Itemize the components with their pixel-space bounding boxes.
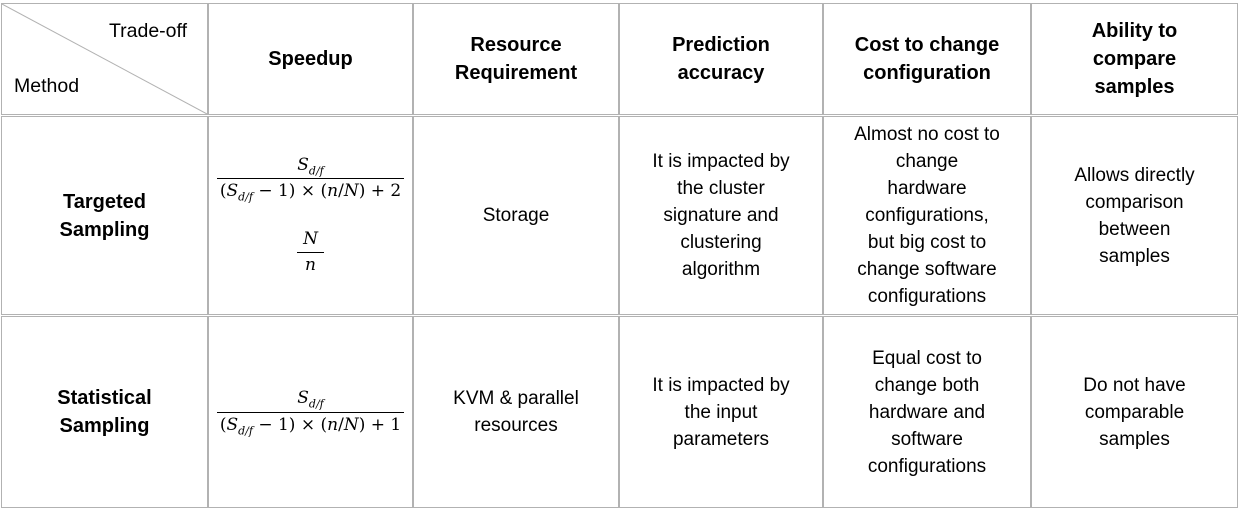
cell-statistical-resource: KVM & parallel resources [413, 316, 619, 508]
method-tradeoff-comparison-table: Trade-off Method Speedup Resource Requir… [1, 2, 1238, 509]
statistical-speedup-fraction: Sd/f (Sd/f − 1) × (n/N) + 1 [216, 388, 405, 436]
cell-targeted-prediction: It is impacted by the cluster signature … [619, 116, 823, 315]
targeted-sampling-row: Targeted Sampling Sd/f (Sd/f − 1) × (n/N… [1, 116, 1238, 315]
diagonal-divider-line [2, 4, 207, 114]
fraction-numerator: Sd/f [297, 155, 324, 178]
tradeoff-axis-label: Trade-off [108, 20, 187, 42]
statistical-speedup-formulas: Sd/f (Sd/f − 1) × (n/N) + 1 [215, 388, 406, 436]
header-row: Trade-off Method Speedup Resource Requir… [1, 3, 1238, 115]
cell-targeted-compare: Allows directly comparison between sampl… [1031, 116, 1238, 315]
header-resource-requirement: Resource Requirement [413, 3, 619, 115]
fraction-denominator: (Sd/f − 1) × (n/N) + 2 [216, 178, 405, 203]
cell-statistical-prediction: It is impacted by the input parameters [619, 316, 823, 508]
cell-targeted-speedup: Sd/f (Sd/f − 1) × (n/N) + 2 N n [208, 116, 413, 315]
targeted-speedup-fraction: Sd/f (Sd/f − 1) × (n/N) + 2 [216, 155, 405, 203]
ratio-numerator: N [303, 228, 318, 249]
header-prediction-accuracy: Prediction accuracy [619, 3, 823, 115]
corner-header-cell: Trade-off Method [1, 3, 208, 115]
fraction-numerator: Sd/f [297, 388, 324, 411]
fraction-denominator: (Sd/f − 1) × (n/N) + 1 [216, 411, 405, 436]
cell-statistical-method: Statistical Sampling [1, 316, 208, 508]
method-axis-label: Method [14, 75, 80, 97]
statistical-sampling-row: Statistical Sampling Sd/f (Sd/f − 1) × (… [1, 316, 1238, 508]
targeted-ratio-fraction: N n [297, 229, 324, 277]
header-cost-to-change-configuration: Cost to change configuration [823, 3, 1031, 115]
header-ability-to-compare-samples: Ability to compare samples [1031, 3, 1238, 115]
cell-targeted-cost: Almost no cost to change hardware config… [823, 116, 1031, 315]
cell-statistical-compare: Do not have comparable samples [1031, 316, 1238, 508]
cell-targeted-method: Targeted Sampling [1, 116, 208, 315]
header-speedup: Speedup [208, 3, 413, 115]
targeted-speedup-formulas: Sd/f (Sd/f − 1) × (n/N) + 2 N n [215, 155, 406, 276]
cell-targeted-resource: Storage [413, 116, 619, 315]
cell-statistical-speedup: Sd/f (Sd/f − 1) × (n/N) + 1 [208, 316, 413, 508]
ratio-denominator: n [297, 251, 324, 276]
cell-statistical-cost: Equal cost to change both hardware and s… [823, 316, 1031, 508]
